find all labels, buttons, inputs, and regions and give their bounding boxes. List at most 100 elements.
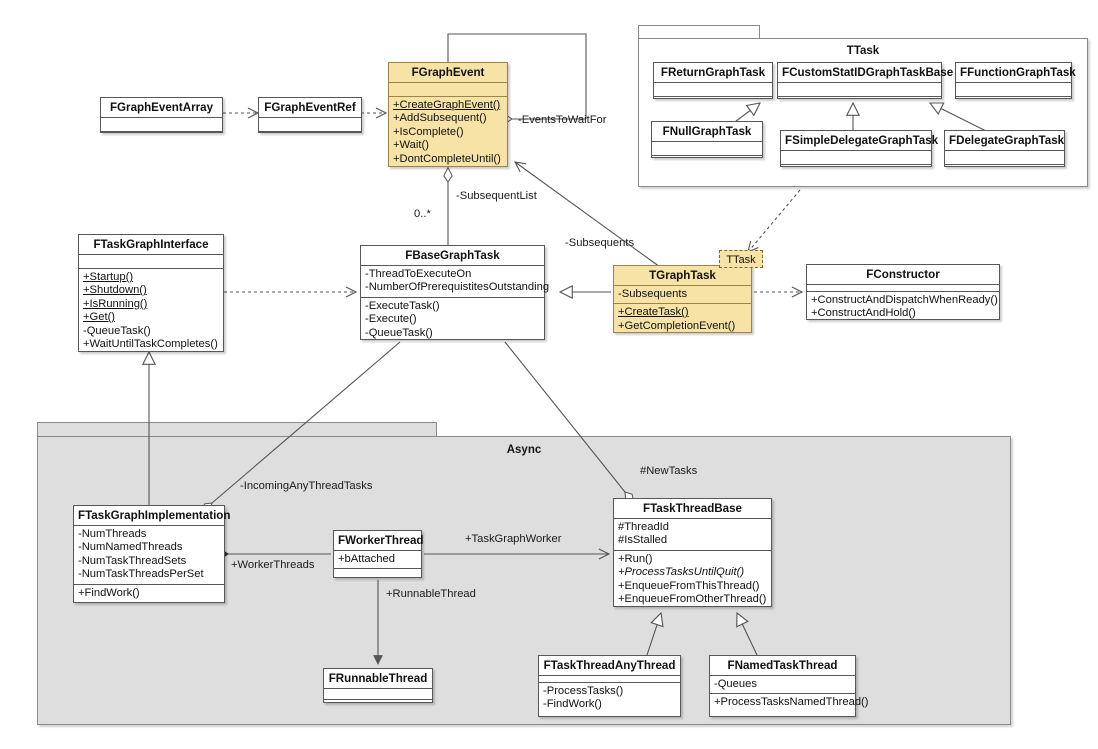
attributes-compartment: -Subsequents xyxy=(614,286,751,305)
operations-compartment: -ExecuteTask() -Execute() -QueueTask() xyxy=(361,298,544,342)
operations-compartment: +FindWork() xyxy=(74,585,224,602)
edge-label-new-tasks: #NewTasks xyxy=(640,465,698,477)
operations-compartment: +Run() +ProcessTasksUntilQuit() +Enqueue… xyxy=(614,551,771,609)
attribute: -NumTaskThreadSets xyxy=(78,554,187,567)
class-freturngraphtask[interactable]: FReturnGraphTask xyxy=(653,62,773,99)
edge-label-multiplicity-zero-many: 0..* xyxy=(414,208,431,220)
class-title: FTaskThreadAnyThread xyxy=(539,656,680,676)
attributes-compartment xyxy=(781,151,931,165)
operation: +CreateTask() xyxy=(618,306,689,319)
class-fnullgraphtask[interactable]: FNullGraphTask xyxy=(651,121,763,158)
class-fsimpledelegategraphtask[interactable]: FSimpleDelegateGraphTask xyxy=(780,130,938,167)
edge-label-events-to-wait-for: -EventsToWaitFor xyxy=(518,114,607,126)
class-fbasegraphtask[interactable]: FBaseGraphTask -ThreadToExecuteOn -Numbe… xyxy=(360,245,550,342)
attribute: -NumberOfPrerequistitesOutstanding xyxy=(365,281,550,294)
async-package-label: Async xyxy=(506,444,542,456)
class-frunnablethread[interactable]: FRunnableThread xyxy=(323,668,433,703)
operation: +IsComplete() xyxy=(393,125,464,138)
ttask-package-label: TTask xyxy=(846,45,880,57)
attributes-compartment xyxy=(956,83,1071,97)
operations-compartment xyxy=(652,156,762,169)
class-fworkerthread[interactable]: FWorkerThread +bAttached xyxy=(333,530,423,578)
operations-compartment xyxy=(945,165,1064,178)
operations-compartment xyxy=(778,97,941,110)
operation: +Startup() xyxy=(83,271,134,283)
attributes-compartment: +bAttached xyxy=(334,551,421,570)
class-ftaskthreadbase[interactable]: FTaskThreadBase #ThreadId #IsStalled +Ru… xyxy=(613,498,772,607)
operations-compartment xyxy=(654,97,772,110)
operations-compartment: +CreateGraphEvent() +AddSubsequent() +Is… xyxy=(389,97,507,168)
operation: +ConstructAndDispatchWhenReady() xyxy=(811,294,998,306)
operation: -ProcessTasks() xyxy=(543,685,624,697)
operations-compartment xyxy=(259,132,361,145)
class-title: FTaskThreadBase xyxy=(614,499,771,519)
class-fdelegategraphtask[interactable]: FDelegateGraphTask xyxy=(944,130,1065,167)
class-title: FWorkerThread xyxy=(334,531,423,551)
class-ftaskgraphimplementation[interactable]: FTaskGraphImplementation -NumThreads -Nu… xyxy=(73,505,230,603)
attribute: -NumNamedThreads xyxy=(78,541,183,554)
class-title: FTaskGraphImplementation xyxy=(74,506,230,526)
operation: +Run() xyxy=(618,552,653,565)
class-title: FBaseGraphTask xyxy=(361,246,544,266)
class-title: FSimpleDelegateGraphTask xyxy=(781,131,938,151)
class-fgrapheventarray[interactable]: FGraphEventArray xyxy=(100,97,223,133)
attributes-compartment xyxy=(389,83,507,97)
class-fconstructor[interactable]: FConstructor +ConstructAndDispatchWhenRe… xyxy=(806,264,1000,320)
attribute: -NumTaskThreadsPerSet xyxy=(78,568,204,581)
attributes-compartment xyxy=(945,151,1064,165)
edge-label-subsequent-list: -SubsequentList xyxy=(456,190,537,202)
operation: -ExecuteTask() xyxy=(365,299,440,312)
class-title: FCustomStatIDGraphTaskBase xyxy=(778,63,953,83)
attribute: +bAttached xyxy=(338,553,395,565)
operation: +EnqueueFromOtherThread() xyxy=(618,593,767,606)
operation: +FindWork() xyxy=(78,586,140,599)
operation: +ConstructAndHold() xyxy=(811,307,916,320)
attribute: -Queues xyxy=(714,678,757,690)
class-title: FRunnableThread xyxy=(324,669,432,689)
class-title: FReturnGraphTask xyxy=(654,63,772,83)
class-tgraphtask[interactable]: TGraphTask -Subsequents +CreateTask() +G… xyxy=(613,265,752,333)
class-title: FGraphEventArray xyxy=(101,98,222,118)
attributes-compartment xyxy=(101,118,222,132)
attributes-compartment xyxy=(259,118,361,132)
attributes-compartment xyxy=(654,83,772,97)
operation: +AddSubsequent() xyxy=(393,112,487,125)
class-title: FDelegateGraphTask xyxy=(945,131,1064,151)
edge-label-worker-threads: +WorkerThreads xyxy=(231,559,315,571)
operations-compartment: +Startup() +Shutdown() +IsRunning() +Get… xyxy=(79,269,223,353)
class-ftaskgraphinterface[interactable]: FTaskGraphInterface +Startup() +Shutdown… xyxy=(78,234,224,352)
class-fcustomstatidgraphtaskbase[interactable]: FCustomStatIDGraphTaskBase xyxy=(777,62,953,99)
attributes-compartment: -NumThreads -NumNamedThreads -NumTaskThr… xyxy=(74,526,224,585)
attributes-compartment xyxy=(324,689,432,700)
operations-compartment xyxy=(781,165,931,178)
class-fgraphevent[interactable]: FGraphEvent +CreateGraphEvent() +AddSubs… xyxy=(388,62,508,167)
attributes-compartment xyxy=(79,255,223,269)
operations-compartment: +CreateTask() +GetCompletionEvent() xyxy=(614,304,751,335)
operation: +IsRunning() xyxy=(83,297,148,310)
attributes-compartment: -ThreadToExecuteOn -NumberOfPrerequistit… xyxy=(361,266,550,298)
class-ffunctiongraphtask[interactable]: FFunctionGraphTask xyxy=(955,62,1076,99)
attribute: -NumThreads xyxy=(78,528,147,540)
attributes-compartment xyxy=(778,83,941,97)
attributes-compartment xyxy=(652,142,762,156)
operation: +Shutdown() xyxy=(83,284,147,297)
edge-label-task-graph-worker: +TaskGraphWorker xyxy=(465,533,562,545)
operation: +Get() xyxy=(83,311,116,324)
class-ftaskthreadanythread[interactable]: FTaskThreadAnyThread -ProcessTasks() -Fi… xyxy=(538,655,681,717)
operation: +ProcessTasksNamedThread() xyxy=(714,696,869,709)
operation: +WaitUntilTaskCompletes() xyxy=(83,338,218,351)
class-fgrapheventref[interactable]: FGraphEventRef xyxy=(258,97,362,133)
operations-compartment: -ProcessTasks() -FindWork() xyxy=(539,683,680,714)
class-title: FFunctionGraphTask xyxy=(956,63,1076,83)
template-parameter-ttask: TTask xyxy=(719,250,763,268)
attribute: #IsStalled xyxy=(618,534,668,547)
attributes-compartment xyxy=(539,676,680,683)
class-fnamedtaskthread[interactable]: FNamedTaskThread -Queues +ProcessTasksNa… xyxy=(709,655,869,717)
edge-label-incoming-any-thread-tasks: -IncomingAnyThreadTasks xyxy=(240,480,373,492)
attribute: -ThreadToExecuteOn xyxy=(365,268,472,280)
operations-compartment xyxy=(334,569,421,578)
operations-compartment xyxy=(956,97,1071,110)
attributes-compartment xyxy=(807,285,999,292)
